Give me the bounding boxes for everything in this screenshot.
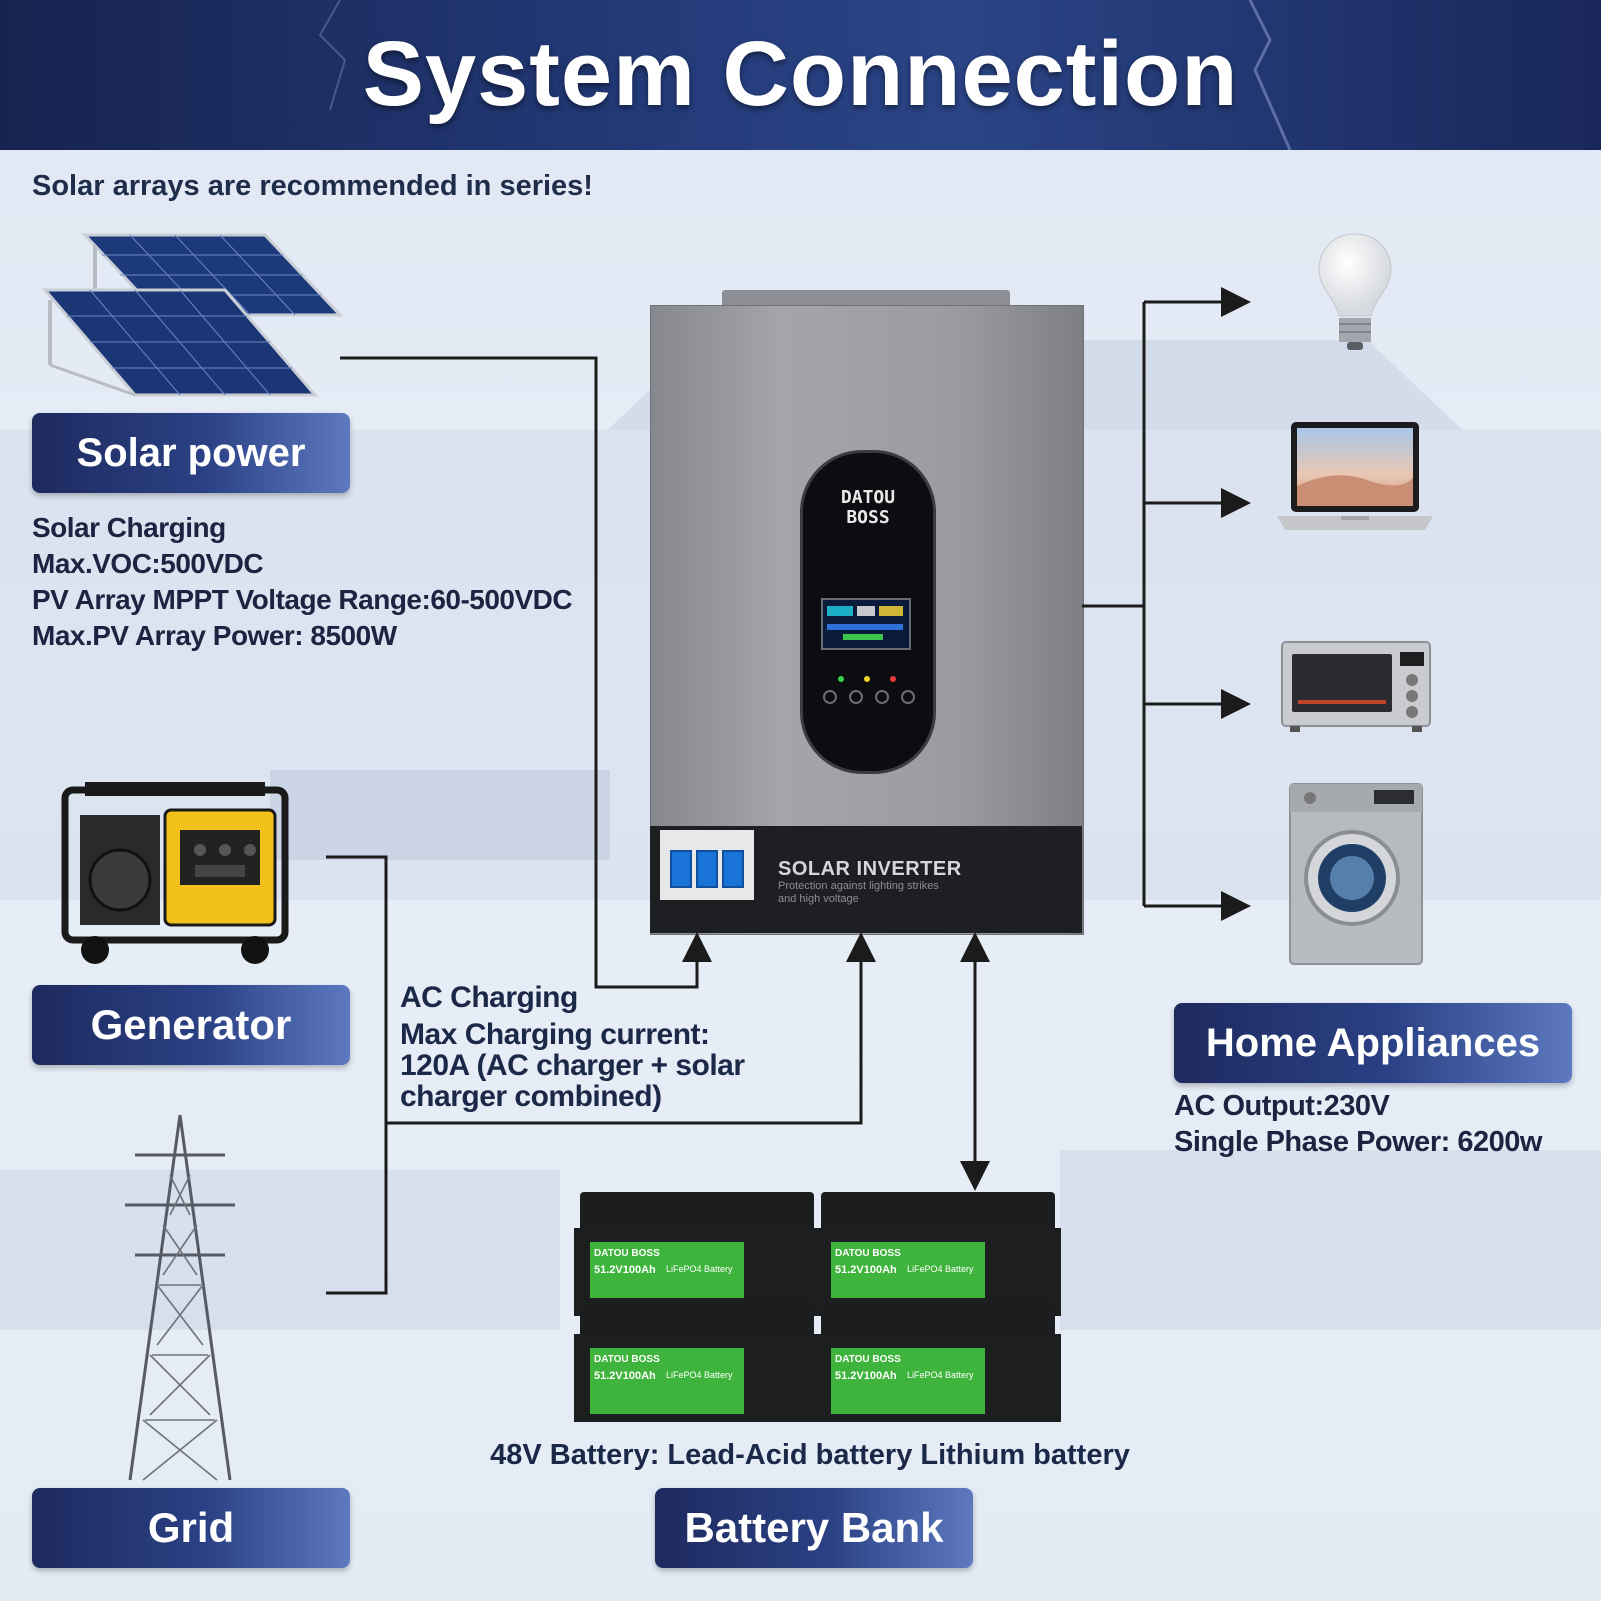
battery-unit: DATOU BOSS 51.2V100Ah LiFePO4 Battery <box>574 1298 820 1422</box>
bedroom-silhouette <box>1060 1150 1601 1330</box>
page-title: System Connection <box>362 23 1239 125</box>
inverter-circuit-breaker <box>660 830 754 900</box>
protection-line: Protection against lighting strikes <box>778 880 939 892</box>
up-button[interactable] <box>849 690 863 704</box>
kitchen-counter-silhouette <box>270 770 610 860</box>
battery-chemistry: LiFePO4 Battery <box>907 1370 974 1380</box>
solar-spec-line: Solar Charging <box>32 512 226 543</box>
battery-brand: DATOU BOSS <box>594 1248 660 1259</box>
battery-chemistry: LiFePO4 Battery <box>907 1264 974 1274</box>
generator-icon <box>61 782 289 964</box>
home-appliances-label: Home Appliances <box>1174 1003 1572 1083</box>
battery-unit: DATOU BOSS 51.2V100Ah LiFePO4 Battery <box>815 1298 1061 1422</box>
ac-charging-line: Max Charging current: <box>400 1018 710 1051</box>
battery-brand: DATOU BOSS <box>594 1354 660 1365</box>
battery-capacity: 51.2V100Ah <box>835 1370 897 1382</box>
light-bulb-icon <box>1318 233 1392 350</box>
breaker-switch[interactable] <box>696 850 718 888</box>
toaster-oven-icon <box>1281 641 1431 732</box>
down-button[interactable] <box>875 690 889 704</box>
solar-specs: Solar Charging Max.VOC:500VDC PV Array M… <box>32 510 573 654</box>
status-led <box>890 676 896 682</box>
series-recommendation-note: Solar arrays are recommended in series! <box>32 170 593 202</box>
header-banner <box>0 0 1601 150</box>
inverter-lcd-screen <box>821 598 911 650</box>
battery-capacity: 51.2V100Ah <box>594 1370 656 1382</box>
esc-button[interactable] <box>823 690 837 704</box>
battery-capacity: 51.2V100Ah <box>594 1264 656 1276</box>
battery-bank-label: Battery Bank <box>655 1488 973 1568</box>
battery-caption: 48V Battery: Lead-Acid battery Lithium b… <box>490 1439 1130 1471</box>
ac-charging-specs: AC Charging Max Charging current: 120A (… <box>400 982 745 1112</box>
brand-line: BOSS <box>846 507 890 528</box>
brand-line: DATOU <box>840 487 896 508</box>
inverter-model-label: SOLAR INVERTER <box>778 858 962 880</box>
ac-charging-line: charger combined) <box>400 1080 662 1113</box>
ac-charging-line: 120A (AC charger + solar <box>400 1049 745 1082</box>
inverter-protection-note: Protection against lighting strikes and … <box>778 880 939 906</box>
laptop-icon <box>1277 422 1433 530</box>
breaker-switch[interactable] <box>670 850 692 888</box>
battery-brand: DATOU BOSS <box>835 1248 901 1259</box>
enter-button[interactable] <box>901 690 915 704</box>
inverter-brand-logo: DATOU BOSS <box>800 488 936 528</box>
status-led <box>838 676 844 682</box>
appliance-spec-line: AC Output:230V <box>1174 1090 1390 1122</box>
solar-panel-icon <box>41 233 344 397</box>
battery-chemistry: LiFePO4 Battery <box>666 1370 733 1380</box>
battery-brand: DATOU BOSS <box>835 1354 901 1365</box>
battery-chemistry: LiFePO4 Battery <box>666 1264 733 1274</box>
solar-spec-line: Max.VOC:500VDC <box>32 548 264 579</box>
solar-spec-line: Max.PV Array Power: 8500W <box>32 620 397 651</box>
protection-line: and high voltage <box>778 893 859 905</box>
solar-power-label: Solar power <box>32 413 350 493</box>
breaker-switch[interactable] <box>722 850 744 888</box>
generator-label: Generator <box>32 985 350 1065</box>
status-led <box>864 676 870 682</box>
battery-capacity: 51.2V100Ah <box>835 1264 897 1276</box>
appliance-spec-line: Single Phase Power: 6200w <box>1174 1126 1542 1158</box>
bathroom-silhouette <box>0 1170 560 1330</box>
appliance-specs: AC Output:230V Single Phase Power: 6200w <box>1174 1088 1542 1160</box>
grid-label: Grid <box>32 1488 350 1568</box>
solar-spec-line: PV Array MPPT Voltage Range:60-500VDC <box>32 584 573 615</box>
ac-charging-line: AC Charging <box>400 981 578 1014</box>
power-tower-icon <box>125 1115 235 1481</box>
washing-machine-icon <box>1289 783 1423 965</box>
lightning-decoration-icon <box>318 0 1292 150</box>
